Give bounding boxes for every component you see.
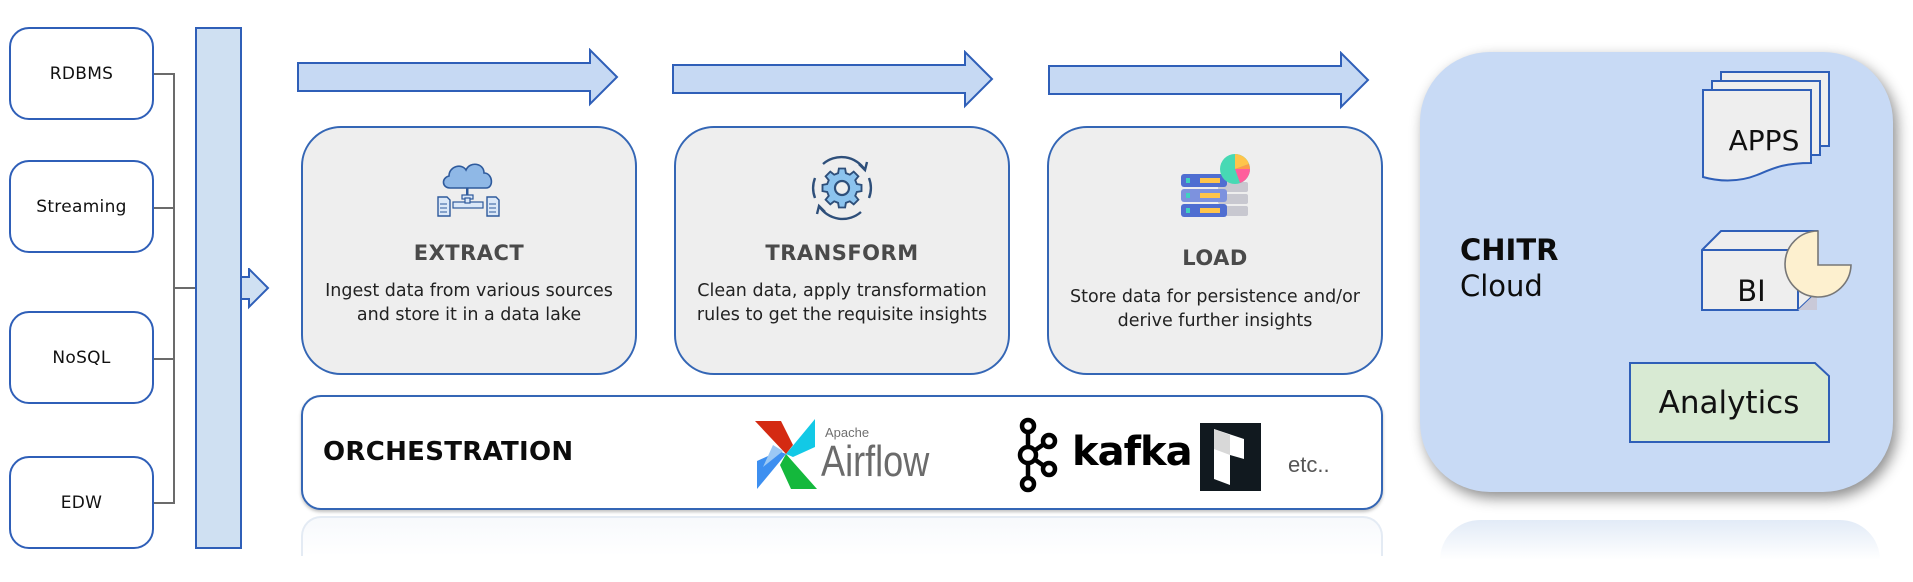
kafka-logo: kafka: [1016, 417, 1193, 493]
airflow-logo: Apache Airflow: [753, 417, 953, 493]
source-streaming: Streaming: [9, 160, 154, 253]
connector-streaming: [154, 207, 174, 209]
cloud-title-regular: Cloud: [1460, 269, 1543, 303]
analytics-box: [1629, 362, 1830, 443]
stage-card-transform: TRANSFORM Clean data, apply transformati…: [674, 126, 1010, 375]
connector-nosql: [154, 358, 174, 360]
airflow-brand-large: Airflow: [821, 437, 930, 486]
kafka-wordmark: kafka: [1072, 429, 1193, 475]
stage-title: EXTRACT: [413, 241, 525, 265]
bi-cube-icon: [1701, 230, 1852, 311]
stage-description: Ingest data from various sources and sto…: [325, 281, 613, 325]
source-rdbms: RDBMS: [9, 27, 154, 120]
stage-description: Clean data, apply transformation rules t…: [696, 281, 988, 325]
airflow-brand-small: Apache: [825, 425, 870, 440]
bus-arrow-icon: [240, 268, 270, 310]
connector-to-bus: [173, 287, 195, 289]
stage-card-load: LOAD Store data for persistence and/or d…: [1047, 126, 1383, 375]
source-nosql: NoSQL: [9, 311, 154, 404]
cloud-pipeline-icon: [437, 163, 500, 217]
flow-arrow-transform: [672, 50, 994, 109]
cloud-panel: CHITR Cloud APPS BI Analytics: [1420, 52, 1893, 492]
cloud-title: CHITR Cloud: [1460, 232, 1558, 304]
bi-pie-icon: [1784, 230, 1852, 298]
gear-cycle-icon: [812, 155, 872, 221]
ingestion-bus: [195, 27, 242, 549]
orchestration-panel: ORCHESTRATION Apache Airflow: [301, 395, 1383, 510]
source-label: RDBMS: [49, 63, 114, 84]
connector-rdbms: [154, 73, 174, 75]
bi-label: BI: [1737, 274, 1766, 308]
connector-edw: [154, 502, 174, 504]
stage-title: TRANSFORM: [765, 241, 919, 265]
stage-title: LOAD: [1182, 246, 1248, 270]
source-label: Streaming: [36, 196, 127, 217]
kafka-nodes-icon: [1017, 417, 1058, 493]
cloud-title-bold: CHITR: [1460, 233, 1559, 267]
stage-card-extract: EXTRACT Ingest data from various sources…: [301, 126, 637, 375]
source-label: NoSQL: [52, 347, 111, 368]
etc-label: etc..: [1288, 452, 1330, 477]
analytics-label: Analytics: [1658, 385, 1800, 421]
stage-description: Store data for persistence and/or derive…: [1070, 287, 1360, 331]
cloud-reflection: [1440, 520, 1880, 560]
orchestration-title: ORCHESTRATION: [323, 437, 574, 467]
source-edw: EDW: [9, 456, 154, 549]
orchestration-reflection: [301, 516, 1383, 556]
apps-documents-icon: [1702, 71, 1830, 182]
apps-label: APPS: [1728, 124, 1800, 157]
source-label: EDW: [60, 492, 103, 513]
flow-arrow-load: [1048, 51, 1370, 110]
prefect-logo: [1200, 423, 1261, 491]
airflow-pinwheel-icon: [755, 419, 817, 489]
flow-arrow-extract: [297, 48, 619, 107]
server-pie-chart-icon: [1181, 154, 1250, 217]
prefect-icon: [1214, 429, 1244, 485]
